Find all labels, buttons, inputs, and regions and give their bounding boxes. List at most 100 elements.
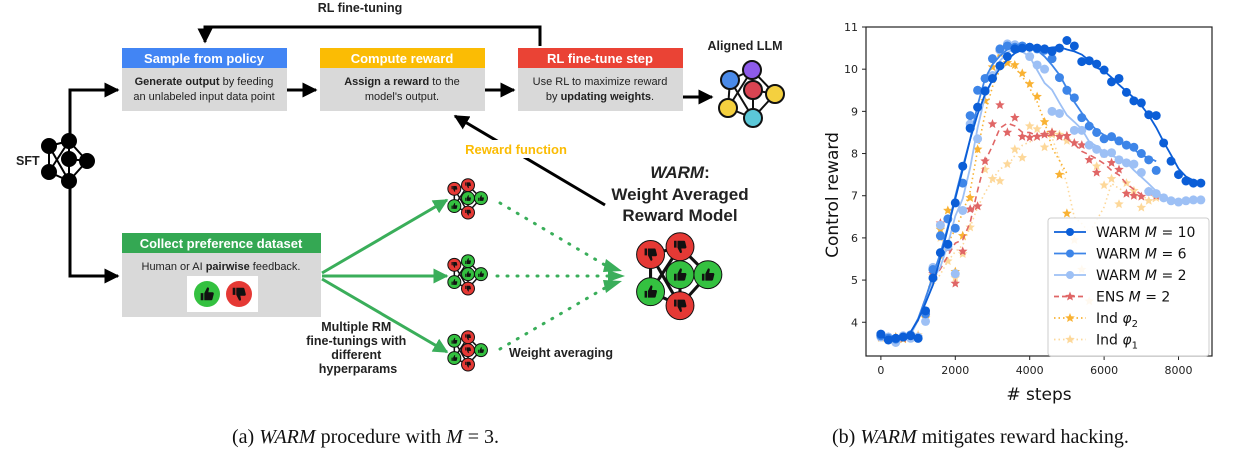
reward-box-title: Compute reward bbox=[351, 51, 454, 66]
legend-label: Ind φ1 bbox=[1096, 333, 1138, 352]
data-point bbox=[1084, 121, 1094, 131]
data-point bbox=[1040, 44, 1050, 54]
y-tick-label: 7 bbox=[851, 190, 858, 203]
data-point bbox=[1129, 159, 1139, 169]
x-tick-label: 8000 bbox=[1165, 364, 1193, 377]
data-point bbox=[1069, 93, 1079, 103]
data-point bbox=[1136, 202, 1147, 212]
data-point bbox=[987, 54, 997, 64]
x-tick-label: 6000 bbox=[1090, 364, 1118, 377]
arrow-sft-to-preference bbox=[68, 188, 120, 284]
data-point bbox=[1144, 195, 1154, 205]
pref-box-title: Collect preference dataset bbox=[140, 236, 303, 251]
data-point bbox=[1159, 138, 1169, 148]
legend-marker bbox=[1066, 249, 1074, 258]
data-point bbox=[943, 256, 953, 266]
weight-averaging-arrowheads bbox=[603, 259, 625, 293]
data-point bbox=[950, 198, 960, 208]
data-point bbox=[973, 85, 983, 95]
data-point bbox=[987, 119, 998, 129]
data-point bbox=[1069, 125, 1079, 135]
data-point bbox=[1077, 113, 1087, 123]
warm-network-icon bbox=[636, 232, 723, 321]
data-point bbox=[1024, 78, 1035, 88]
multiple-rm-label: Multiple RM fine-tunings with different … bbox=[306, 320, 409, 376]
y-tick-label: 11 bbox=[844, 21, 858, 34]
data-point bbox=[958, 246, 968, 256]
legend-item: Ind φ1 bbox=[1054, 333, 1138, 352]
data-point bbox=[1054, 43, 1064, 53]
data-point bbox=[1025, 42, 1035, 52]
data-point bbox=[1047, 127, 1057, 137]
data-point bbox=[1188, 195, 1198, 205]
data-point bbox=[1062, 85, 1072, 95]
data-point bbox=[950, 269, 960, 279]
data-point bbox=[921, 306, 931, 316]
data-point bbox=[1121, 87, 1131, 97]
data-point bbox=[1054, 108, 1064, 118]
reward-function-arrow bbox=[453, 114, 606, 207]
data-point bbox=[1062, 135, 1072, 145]
data-point bbox=[913, 333, 923, 343]
legend-label: WARM M = 2 bbox=[1096, 268, 1187, 284]
legend-label: WARM M = 6 bbox=[1096, 247, 1187, 263]
data-point bbox=[980, 156, 990, 166]
data-point bbox=[1032, 124, 1042, 134]
data-point bbox=[1181, 196, 1191, 206]
data-point bbox=[1032, 43, 1042, 53]
data-point bbox=[1017, 131, 1027, 141]
rl-box-line2: by updating weights. bbox=[546, 91, 654, 103]
data-point bbox=[1002, 41, 1012, 51]
sft-label: SFT bbox=[16, 154, 40, 168]
data-point bbox=[1106, 173, 1117, 183]
aligned-llm-label: Aligned LLM bbox=[708, 39, 783, 53]
data-point bbox=[1032, 60, 1042, 70]
caption-b: (b) WARM mitigates reward hacking. bbox=[832, 426, 1129, 448]
warm-subtitle-line2: Reward Model bbox=[622, 206, 737, 225]
data-point bbox=[1166, 196, 1176, 206]
data-point bbox=[1077, 125, 1087, 135]
data-point bbox=[995, 61, 1005, 71]
data-point bbox=[1010, 144, 1020, 154]
series-warm-m-10 bbox=[876, 35, 1206, 345]
data-point bbox=[1114, 164, 1124, 174]
data-point bbox=[1114, 73, 1124, 83]
rl-finetuning-loop: RL fine-tuning bbox=[197, 1, 542, 46]
data-point bbox=[950, 278, 960, 288]
data-point bbox=[1062, 130, 1072, 140]
data-point bbox=[1174, 170, 1184, 180]
data-point bbox=[921, 316, 931, 326]
rl-box-line1: Use RL to maximize reward bbox=[533, 76, 668, 88]
data-point bbox=[1002, 57, 1013, 67]
rm-networks bbox=[447, 178, 488, 372]
y-tick-label: 6 bbox=[851, 232, 858, 245]
data-point bbox=[1032, 131, 1042, 141]
data-point bbox=[1144, 155, 1154, 165]
warm-title: WARM: bbox=[650, 163, 710, 182]
data-point bbox=[928, 273, 938, 283]
legend-marker bbox=[1065, 313, 1075, 322]
data-point bbox=[1017, 152, 1027, 162]
data-point bbox=[1077, 140, 1087, 150]
data-point bbox=[1114, 155, 1124, 165]
data-point bbox=[1039, 116, 1050, 126]
data-point bbox=[980, 73, 990, 83]
data-point bbox=[1099, 180, 1109, 190]
data-point bbox=[965, 204, 975, 214]
warm-subtitle-line1: Weight Averaged bbox=[611, 185, 748, 204]
weight-averaging-label: Weight averaging bbox=[509, 346, 613, 360]
data-point bbox=[1099, 134, 1109, 144]
data-point bbox=[1106, 157, 1117, 167]
data-point bbox=[1047, 106, 1057, 116]
data-point bbox=[1107, 77, 1117, 87]
data-point bbox=[1091, 161, 1102, 171]
data-point bbox=[1092, 127, 1102, 137]
data-point bbox=[1092, 144, 1102, 154]
sample-from-policy-box: Sample from policy Generate output by fe… bbox=[122, 48, 287, 111]
data-point bbox=[1047, 54, 1057, 64]
warm-network bbox=[636, 232, 723, 321]
data-point bbox=[891, 333, 901, 343]
legend-item: Ind φ2 bbox=[1054, 311, 1138, 330]
data-point bbox=[883, 335, 893, 345]
